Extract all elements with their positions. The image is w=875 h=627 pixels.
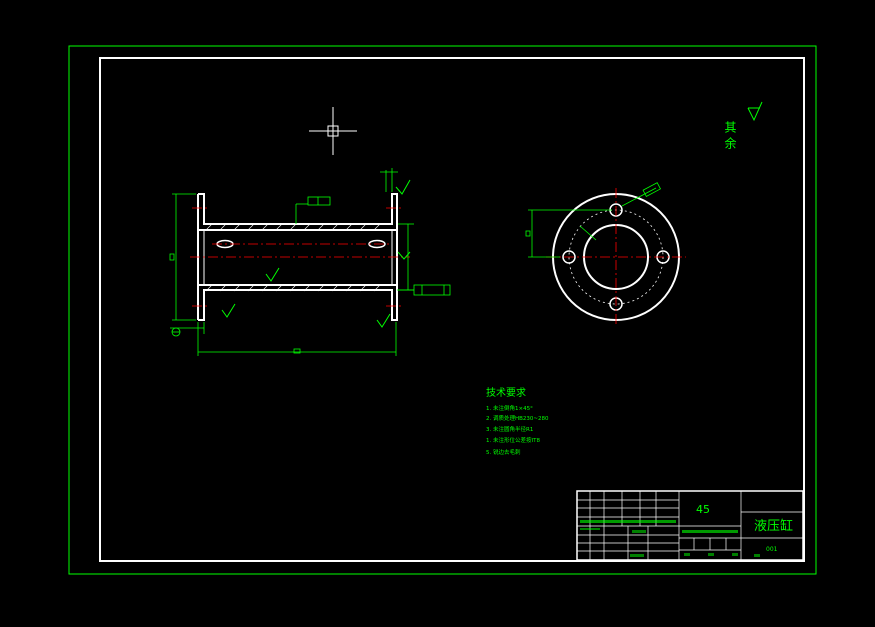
tech-item-1: 1. 未注倒角1×45° — [486, 404, 533, 412]
drawing-number: 001 — [766, 546, 778, 553]
tech-item-2: 2. 调质处理HB230~280 — [486, 414, 549, 422]
material-value: 45 — [696, 503, 710, 516]
tech-item-3: 3. 未注圆角半径R1 — [486, 425, 533, 433]
inner-border — [99, 57, 805, 562]
end-view — [525, 182, 686, 326]
outer-border — [68, 45, 817, 575]
tech-item-5: 5. 锐边去毛刺 — [486, 448, 521, 456]
crosshair-cursor-icon — [309, 107, 357, 155]
title-block: 45 液压缸 001 — [576, 490, 804, 561]
tech-requirements: 技术要求 1. 未注倒角1×45° 2. 调质处理HB230~280 3. 未注… — [486, 386, 549, 456]
roughness-label: 其 余 — [723, 121, 737, 150]
section-view — [169, 168, 451, 356]
roughness-note: 其 余 — [723, 101, 763, 150]
tech-requirements-title: 技术要求 — [486, 386, 526, 399]
tech-item-4: 1. 未注形位公差按IT8 — [486, 436, 540, 444]
part-name: 液压缸 — [754, 518, 793, 534]
